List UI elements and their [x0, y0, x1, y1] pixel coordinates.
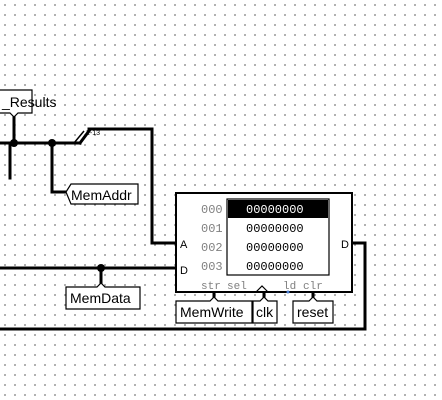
ram-address: 003 [201, 260, 223, 274]
junction-dot [97, 264, 105, 272]
ram-port-d-in-label: D [180, 265, 188, 277]
tunnel-mem-data-shape [65, 282, 141, 310]
tunnel-reset-shape [292, 296, 334, 324]
tunnel-mem-write[interactable]: MemWrite [175, 296, 253, 324]
ram-address: 001 [201, 222, 223, 236]
tunnel-clk[interactable]: clk [252, 296, 278, 324]
ram-row-highlight [228, 200, 328, 218]
ram-cell-value[interactable]: 00000000 [246, 222, 304, 236]
ram-address: 000 [201, 203, 223, 217]
ram-clock-triangle-icon [255, 285, 269, 293]
tunnel-reset[interactable]: reset [292, 296, 334, 324]
ram-address: 002 [201, 241, 223, 255]
tunnel-clk-shape [252, 296, 278, 324]
tunnel-mem-data[interactable]: MemData [65, 282, 141, 310]
junctions [10, 139, 105, 272]
wire-splitter-diag[interactable] [77, 128, 92, 146]
junction-dot [10, 139, 18, 147]
tunnel-results[interactable]: _Results [0, 89, 56, 118]
wires [0, 113, 367, 331]
splitter[interactable]: 2-13 [73, 130, 100, 144]
ram-port-a-label: A [180, 239, 188, 251]
tunnel-mem-write-shape [175, 296, 253, 324]
ram-cell-value[interactable]: 00000000 [246, 260, 304, 274]
ram-cell-value[interactable]: 00000000 [246, 241, 304, 255]
ram-str-label: str [201, 281, 221, 293]
tunnel-mem-addr[interactable]: MemAddr [65, 183, 139, 205]
tunnel-mem-addr-shape [65, 183, 139, 205]
splitter-label: 2-13 [86, 130, 100, 137]
junction-dot [48, 139, 56, 147]
ram-clr-label: clr [303, 281, 323, 293]
tunnel-results-label: _Results [1, 94, 56, 110]
tunnel-mem-write-label: MemWrite [180, 304, 244, 320]
tunnel-reset-label: reset [297, 304, 328, 320]
ram-sel-label: sel [227, 281, 247, 293]
wire-address-route[interactable] [87, 127, 178, 245]
tunnel-mem-data-label: MemData [70, 290, 131, 306]
ram-ld-label: ld [283, 281, 296, 293]
wire-data-out[interactable] [0, 241, 367, 331]
wire-memaddr[interactable] [50, 141, 68, 194]
ram-cell-value[interactable]: 00000000 [246, 203, 304, 217]
ram-port-d-out-label: D [341, 239, 349, 251]
tunnel-results-shape [0, 89, 33, 118]
tunnel-mem-addr-label: MemAddr [71, 187, 132, 203]
splitter-fan [73, 130, 85, 144]
ram-pin-ld-indicator [286, 290, 290, 294]
tunnel-clk-label: clk [256, 304, 274, 320]
